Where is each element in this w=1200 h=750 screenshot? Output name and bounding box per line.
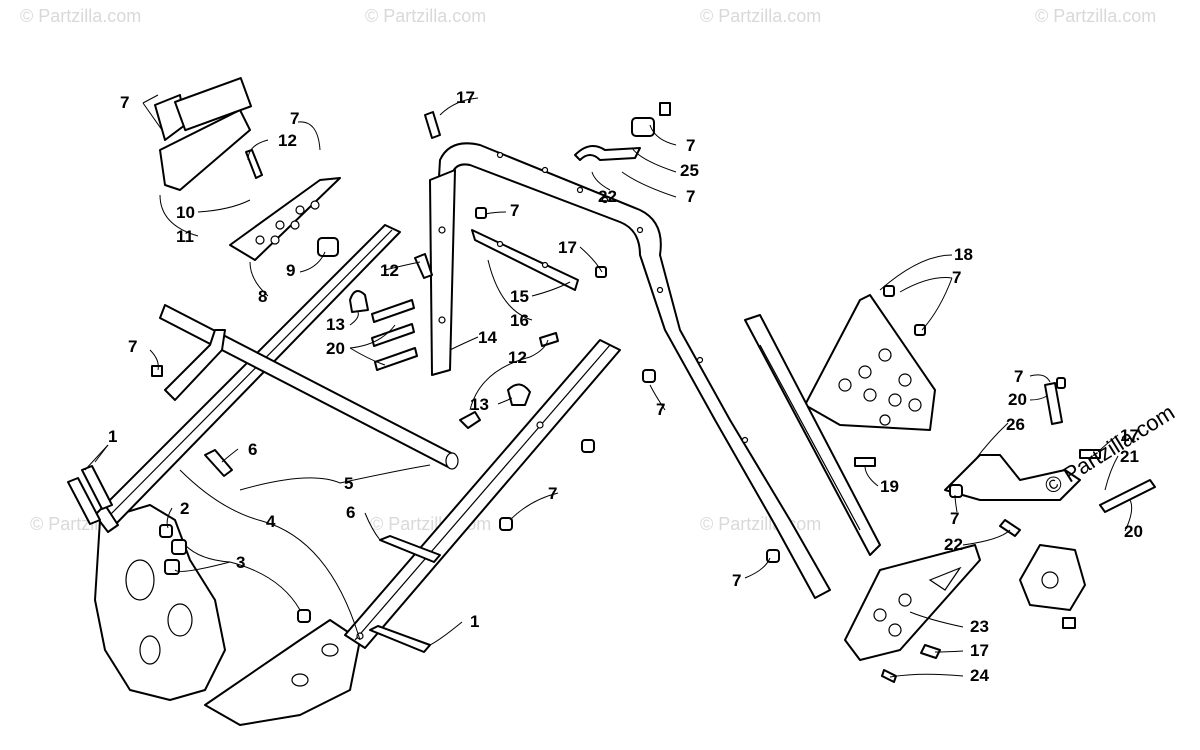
callout-label: 12 xyxy=(380,261,399,280)
steering-loop xyxy=(431,142,831,599)
callout-label: 8 xyxy=(258,287,267,306)
slotted-bar xyxy=(744,314,881,556)
callout-label: 1 xyxy=(470,612,479,631)
callout-label: 3 xyxy=(236,553,245,572)
callout-label: 11 xyxy=(176,227,194,246)
callout-label: 24 xyxy=(970,666,989,685)
callout-label: 7 xyxy=(1014,367,1023,386)
plate-23 xyxy=(844,544,981,661)
callout-label: 7 xyxy=(732,571,741,590)
callout-label: 26 xyxy=(1006,415,1025,434)
clamp-13b xyxy=(507,383,531,406)
bracket-15 xyxy=(471,229,579,291)
callout-label: 17 xyxy=(970,641,989,660)
callout-label: 20 xyxy=(1124,522,1143,541)
strap-20c xyxy=(1099,479,1156,513)
callout-label: 7 xyxy=(548,484,557,503)
strap-20b xyxy=(1044,382,1063,425)
gauge-console xyxy=(154,77,253,191)
support-bracket xyxy=(429,169,456,376)
callout-label: 4 xyxy=(266,512,276,531)
clamp-13a xyxy=(349,290,369,313)
callout-label: 22 xyxy=(944,535,963,554)
callout-label: 7 xyxy=(128,337,137,356)
callout-label: 7 xyxy=(290,109,299,128)
callout-label: 12 xyxy=(508,348,527,367)
watermark: © Partzilla.com xyxy=(700,6,821,26)
callout-label: 9 xyxy=(286,261,295,280)
callout-label: 19 xyxy=(880,477,899,496)
watermark: © Partzilla.com xyxy=(365,6,486,26)
watermark: © Partzilla.com xyxy=(700,514,821,534)
callout-label: 5 xyxy=(344,474,353,493)
callout-label: 17 xyxy=(1120,426,1139,445)
watermark: © Partzilla.com xyxy=(1035,6,1156,26)
callout-label: 1 xyxy=(108,427,117,446)
leader-lines xyxy=(84,94,1133,678)
cross-tube xyxy=(159,304,459,470)
callout-label: 7 xyxy=(686,187,695,206)
callout-label: 7 xyxy=(510,201,519,220)
callout-label: 2 xyxy=(180,499,189,518)
callout-label: 20 xyxy=(326,339,345,358)
perforated-plate xyxy=(229,177,341,261)
callout-label: 7 xyxy=(686,136,695,155)
callout-label: 20 xyxy=(1008,390,1027,409)
callout-label: 23 xyxy=(970,617,989,636)
callout-label: 6 xyxy=(248,440,257,459)
left-steering-rail xyxy=(94,224,401,533)
bracket-26 xyxy=(944,454,1081,501)
callout-label: 13 xyxy=(326,315,345,334)
callout-label: 7 xyxy=(656,400,665,419)
callout-label: 17 xyxy=(456,88,475,107)
callout-label: 7 xyxy=(950,509,959,528)
clamp-25 xyxy=(574,102,671,161)
callout-labels: 7 17 7 12 10 11 9 8 7 25 22 7 7 17 18 7 … xyxy=(108,88,1143,685)
callout-label: 16 xyxy=(510,311,529,330)
callout-label: 18 xyxy=(954,245,973,264)
callout-label: 25 xyxy=(680,161,699,180)
callout-label: 12 xyxy=(278,131,297,150)
callout-label: 21 xyxy=(1120,447,1139,466)
right-steering-rail xyxy=(344,339,621,649)
callout-label: 7 xyxy=(120,93,129,112)
callout-label: 17 xyxy=(558,238,577,257)
chassis-casting xyxy=(94,504,361,726)
callout-label: 6 xyxy=(346,503,355,522)
callout-label: 22 xyxy=(598,187,617,206)
switch-9 xyxy=(317,237,339,257)
watermark: © Partzilla.com xyxy=(20,6,141,26)
callout-label: 10 xyxy=(176,203,195,222)
actuator xyxy=(1019,544,1086,611)
callout-label: 15 xyxy=(510,287,529,306)
strap-20a xyxy=(371,299,418,371)
callout-label: 7 xyxy=(952,268,961,287)
plate-18 xyxy=(804,294,936,431)
callout-label: 13 xyxy=(470,395,489,414)
callout-label: 14 xyxy=(478,328,497,347)
